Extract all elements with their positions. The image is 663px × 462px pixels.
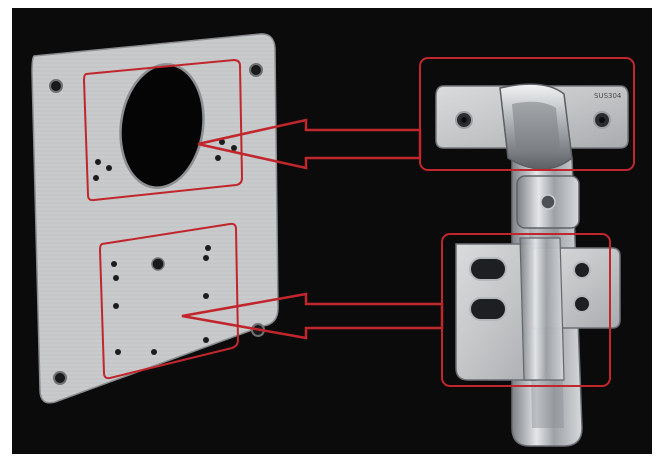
small-hole — [113, 275, 119, 281]
lower-highlight-box — [98, 222, 240, 380]
hinge-stamp: SUS304 — [594, 92, 622, 100]
small-hole — [215, 155, 221, 161]
product-illustration: SUS304 — [12, 8, 652, 454]
lower-arrow — [181, 292, 444, 340]
small-hole — [95, 159, 101, 165]
cup-hole — [119, 63, 205, 189]
small-hole — [219, 139, 225, 145]
corner-hole — [49, 79, 63, 93]
base-screw-hole — [573, 295, 591, 313]
corner-hole — [249, 63, 263, 77]
small-hole — [111, 261, 117, 267]
small-hole — [151, 349, 157, 355]
small-hole — [203, 293, 209, 299]
small-hole — [203, 337, 209, 343]
base-screw-hole — [573, 261, 591, 279]
small-hole — [113, 303, 119, 309]
small-hole — [106, 165, 112, 171]
plate-highlights — [82, 58, 244, 380]
small-hole — [203, 255, 209, 261]
small-hole — [93, 175, 99, 181]
upper-highlight-box — [82, 58, 244, 202]
pivot-rivet — [540, 194, 556, 210]
pointer-arrows — [181, 118, 444, 340]
corner-hole — [53, 371, 67, 385]
adjust-slot — [469, 257, 507, 281]
center-hole — [151, 257, 165, 271]
upper-arrow — [197, 118, 422, 170]
product-photo: SUS304 — [12, 8, 652, 454]
small-hole — [231, 145, 237, 151]
small-hole — [115, 349, 121, 355]
cabinet-hinge: SUS304 — [435, 83, 629, 447]
hinge-cup-highlight-box — [419, 57, 635, 171]
adjust-slot — [469, 297, 507, 321]
small-hole — [205, 245, 211, 251]
